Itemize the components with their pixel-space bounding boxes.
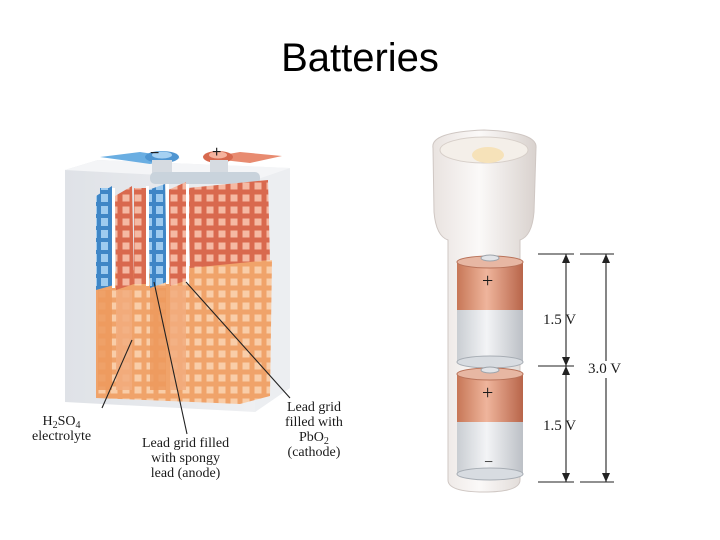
bottom-cell-minus-sign: − <box>484 454 494 471</box>
bottom-cell <box>456 366 524 481</box>
positive-terminal <box>203 151 282 174</box>
bulb-icon <box>472 147 504 163</box>
top-cell-plus-sign: + <box>482 270 494 292</box>
bottom-cell-voltage: 1.5 V <box>543 418 577 434</box>
negative-terminal-sign: − <box>150 145 160 162</box>
bottom-cell-plus-sign: + <box>482 382 494 404</box>
cathode-label: Lead grid filled with PbO2 (cathode) <box>285 400 343 460</box>
dimension-arrowheads <box>562 254 610 482</box>
cathode-leader-line <box>185 281 291 399</box>
negative-terminal <box>100 151 180 174</box>
copper-cathode-plates <box>115 180 270 290</box>
top-cell-voltage: 1.5 V <box>543 312 577 328</box>
plate-connector-bar <box>150 172 260 184</box>
submerged-plates <box>98 286 186 390</box>
slide-title: Batteries <box>281 36 439 80</box>
electrolyte-leader-line <box>101 339 133 409</box>
anode-label: Lead grid filled with spongy lead (anode… <box>142 436 230 481</box>
anode-leader-line <box>153 281 188 435</box>
top-cell <box>456 254 524 369</box>
electrolyte-label: H2SO4 electrolyte <box>32 414 92 444</box>
blue-anode-plates <box>96 184 167 290</box>
positive-terminal-sign: + <box>212 144 222 161</box>
total-voltage: 3.0 V <box>586 361 624 378</box>
